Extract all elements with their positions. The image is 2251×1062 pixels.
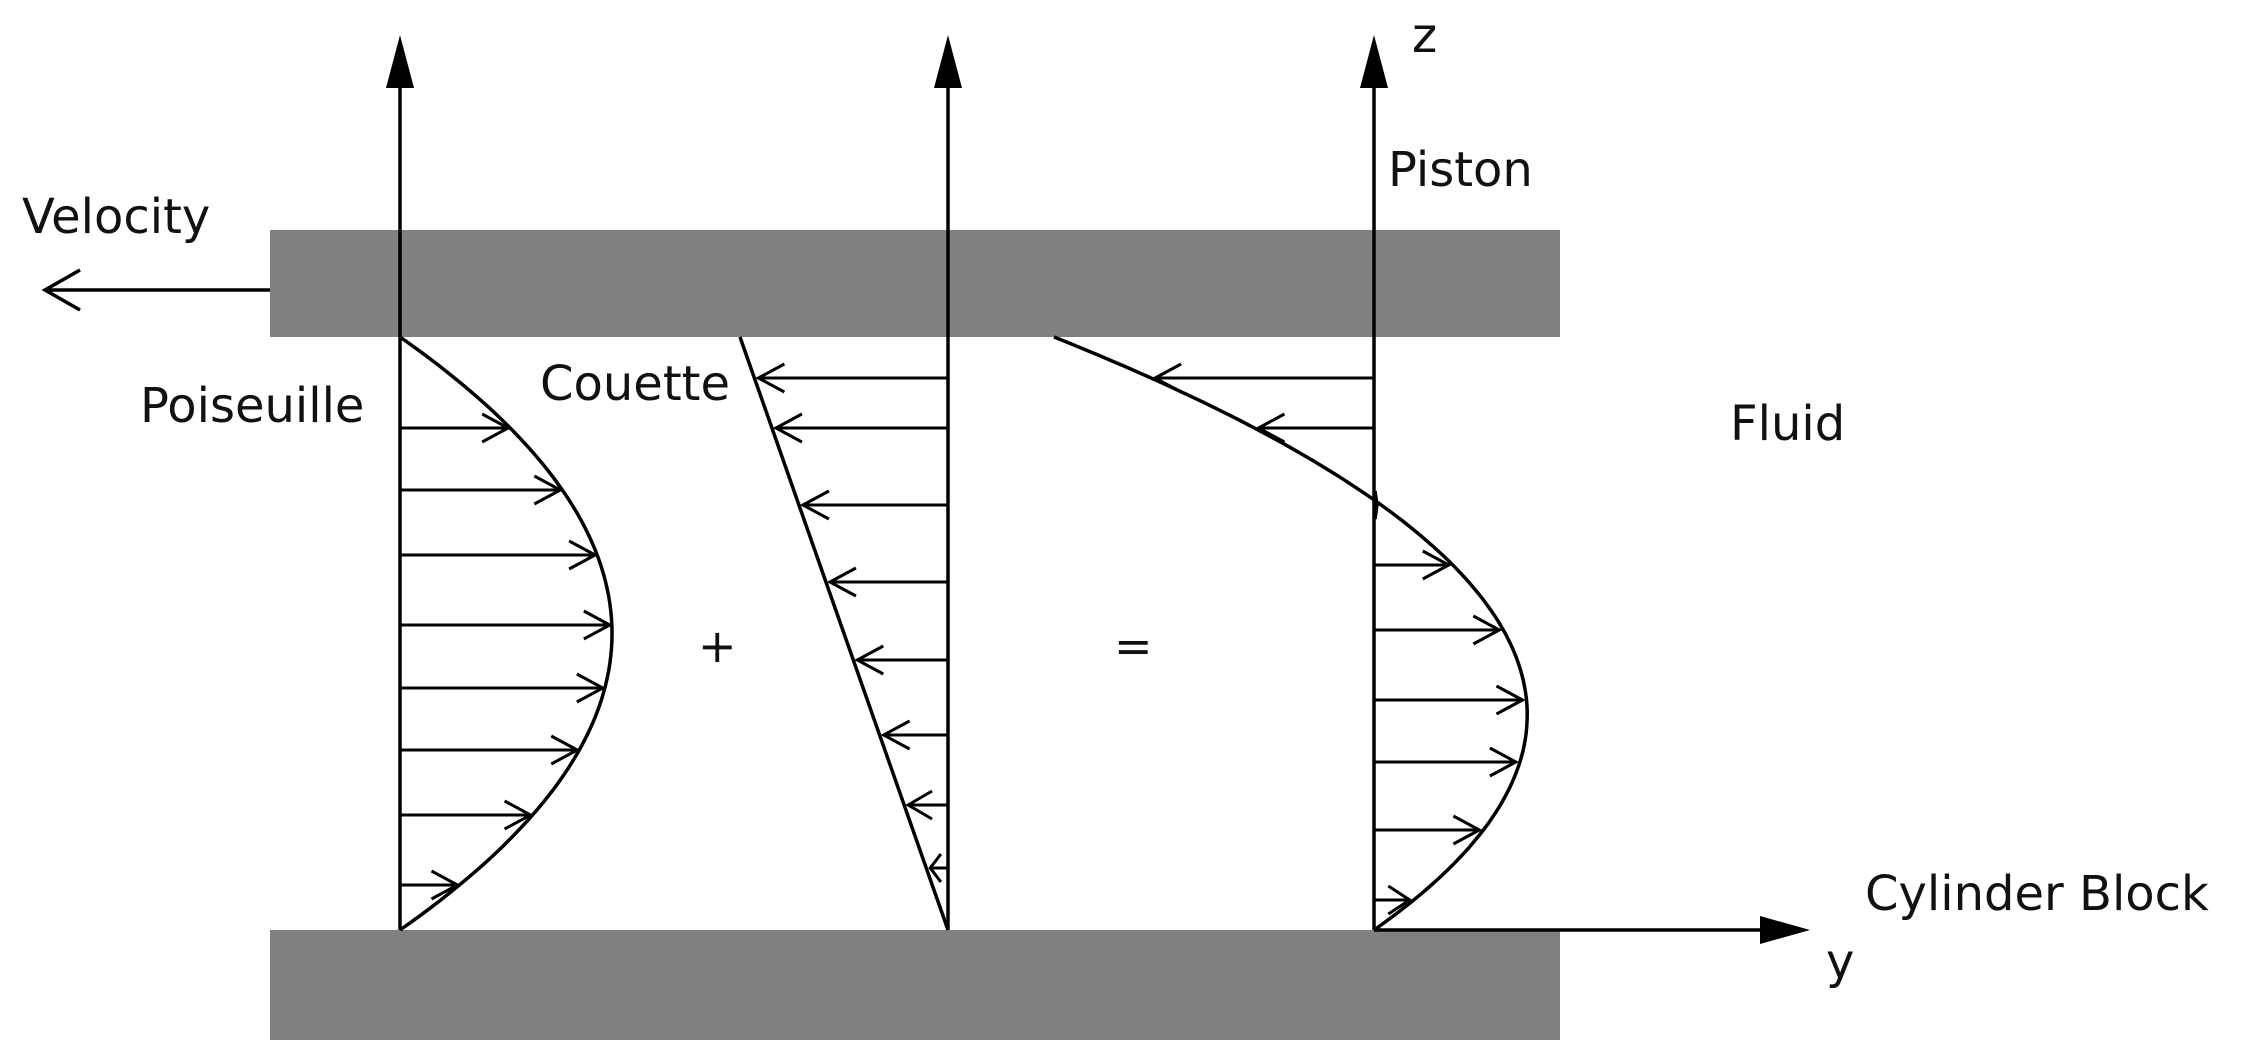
poiseuille-vector-arrow bbox=[400, 734, 581, 766]
cylinder-block-label: Cylinder Block bbox=[1865, 866, 2209, 922]
couette-vector-arrow bbox=[854, 644, 948, 676]
couette-vector-arrow bbox=[772, 412, 948, 444]
y-axis bbox=[1374, 916, 1810, 944]
poiseuille-label: Poiseuille bbox=[140, 378, 364, 434]
z-axis bbox=[1360, 35, 1388, 930]
plus-sign: + bbox=[698, 619, 737, 673]
couette-vector-arrow bbox=[928, 853, 948, 883]
couette-velocity-vectors bbox=[755, 362, 948, 883]
poiseuille-vector-arrow bbox=[400, 609, 613, 641]
combined-velocity-vectors bbox=[1151, 362, 1526, 916]
piston-label: Piston bbox=[1388, 142, 1533, 198]
equals-sign: = bbox=[1114, 619, 1153, 673]
velocity-arrow-icon bbox=[41, 268, 270, 312]
poiseuille-vector-arrow bbox=[400, 539, 599, 571]
combined-vector-arrow bbox=[1374, 814, 1483, 846]
poiseuille-vector-arrow bbox=[400, 869, 461, 901]
combined-vector-arrow bbox=[1374, 746, 1520, 778]
couette-axis bbox=[934, 35, 962, 930]
poiseuille-vector-arrow bbox=[400, 799, 534, 831]
poiseuille-velocity-vectors bbox=[400, 412, 613, 901]
fluid-label: Fluid bbox=[1730, 396, 1845, 452]
combined-vector-arrow bbox=[1374, 549, 1452, 581]
poiseuille-vector-arrow bbox=[400, 474, 564, 506]
combined-vector-arrow bbox=[1374, 614, 1503, 646]
velocity-label: Velocity bbox=[22, 189, 210, 245]
couette-label: Couette bbox=[540, 356, 730, 412]
cylinder-block-plate bbox=[270, 930, 1560, 1040]
poiseuille-profile-curve bbox=[398, 335, 614, 932]
poiseuille-vector-arrow bbox=[400, 672, 607, 704]
couette-vector-arrow bbox=[880, 719, 948, 751]
combined-profile-curve bbox=[1053, 335, 1529, 932]
combined-vector-arrow bbox=[1151, 362, 1374, 394]
couette-vector-arrow bbox=[755, 362, 948, 394]
piston-plate bbox=[270, 230, 1560, 337]
couette-profile-line bbox=[738, 336, 950, 931]
couette-vector-arrow bbox=[799, 489, 948, 521]
y-axis-label: y bbox=[1826, 934, 1854, 990]
z-axis-label: z bbox=[1412, 8, 1437, 64]
couette-vector-arrow bbox=[826, 566, 948, 598]
combined-vector-arrow bbox=[1374, 884, 1413, 916]
poiseuille-axis bbox=[386, 35, 414, 930]
couette-vector-arrow bbox=[905, 789, 948, 821]
combined-vector-arrow bbox=[1255, 412, 1374, 444]
poiseuille-vector-arrow bbox=[400, 412, 512, 444]
combined-vector-arrow bbox=[1373, 490, 1379, 520]
combined-vector-arrow bbox=[1374, 684, 1526, 716]
